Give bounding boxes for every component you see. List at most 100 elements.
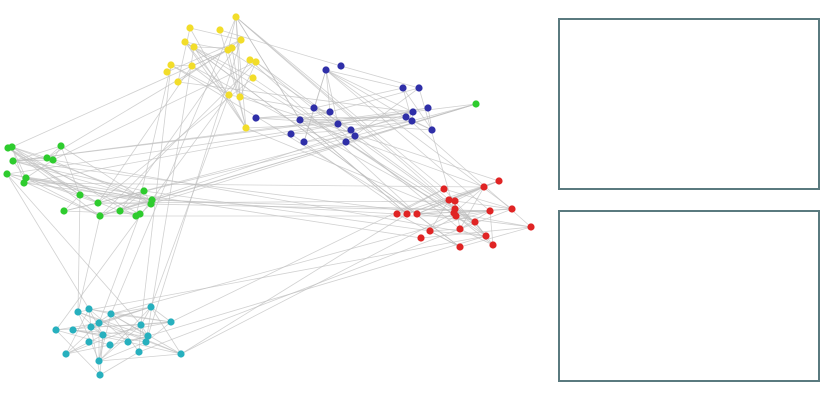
graph-edge — [25, 177, 153, 201]
graph-edge — [23, 182, 485, 188]
graph-edge — [299, 119, 413, 122]
graph-edge — [150, 306, 172, 323]
graph-edge — [119, 203, 152, 212]
graph-node-teal — [95, 319, 103, 327]
graph-edge — [231, 47, 241, 98]
graph-edge — [77, 215, 101, 313]
graph-node-teal — [137, 321, 145, 329]
graph-edge — [340, 65, 420, 89]
graph-edge — [227, 49, 247, 129]
graph-node-green — [60, 207, 68, 215]
graph-edge — [177, 27, 191, 83]
graph-node-blue — [408, 117, 416, 125]
graph-node-green — [8, 143, 16, 151]
graph-edge — [350, 120, 413, 131]
graph-node-blue — [402, 113, 410, 121]
graph-edge — [25, 177, 152, 205]
graph-edge — [299, 119, 408, 215]
graph-edge — [6, 173, 142, 326]
graph-edge — [88, 308, 129, 343]
graph-node-yellow — [237, 36, 245, 44]
graph-node-teal — [85, 338, 93, 346]
graph-node-green — [76, 191, 84, 199]
graph-node-blue — [347, 126, 355, 134]
detail-panel-bottom-frame — [558, 210, 820, 382]
graph-node-teal — [99, 331, 107, 339]
graph-edge — [345, 141, 487, 237]
graph-node-blue — [428, 126, 436, 134]
graph-edge — [235, 16, 301, 121]
graph-node-teal — [52, 326, 60, 334]
graph-edge — [98, 213, 141, 324]
graph-node-teal — [177, 350, 185, 358]
graph-node-teal — [87, 323, 95, 331]
graph-edge — [63, 141, 347, 212]
graph-node-blue — [300, 138, 308, 146]
graph-node-red — [451, 197, 459, 205]
graph-node-green — [147, 200, 155, 208]
graph-node-teal — [62, 350, 70, 358]
graph-node-red — [471, 218, 479, 226]
graph-edge — [325, 69, 404, 89]
graph-edge — [25, 177, 99, 204]
graph-node-red — [482, 232, 490, 240]
main-network-graph — [3, 13, 535, 379]
graph-edge — [119, 39, 242, 212]
graph-node-yellow — [190, 43, 198, 51]
graph-node-yellow — [228, 44, 236, 52]
graph-node-yellow — [242, 124, 250, 132]
graph-edge — [127, 235, 487, 343]
graph-edge — [46, 49, 229, 159]
graph-node-green — [140, 187, 148, 195]
graph-edge — [249, 59, 418, 215]
graph-edge — [150, 103, 477, 205]
graph-node-blue — [334, 120, 342, 128]
graph-node-red — [456, 225, 464, 233]
graph-edge — [63, 194, 81, 212]
graph-node-teal — [95, 357, 103, 365]
graph-edge — [170, 64, 418, 215]
graph-node-teal — [144, 332, 152, 340]
graph-node-teal — [107, 310, 115, 318]
graph-edge — [245, 127, 476, 223]
graph-node-red — [403, 210, 411, 218]
graph-edge — [98, 353, 182, 362]
graph-node-red — [393, 210, 401, 218]
graph-node-teal — [142, 338, 150, 346]
graph-node-blue — [351, 132, 359, 140]
graph-edge — [65, 308, 90, 355]
graph-node-green — [57, 142, 65, 150]
graph-node-yellow — [236, 93, 244, 101]
graph-edge — [459, 226, 532, 248]
graph-edge — [325, 69, 331, 113]
graph-edge — [170, 64, 230, 96]
graph-edge — [219, 29, 342, 67]
graph-node-green — [9, 157, 17, 165]
graph-node-blue — [252, 114, 260, 122]
graph-node-teal — [96, 371, 104, 379]
graph-edge — [184, 41, 476, 223]
graph-edge — [239, 96, 500, 182]
graph-node-red — [452, 212, 460, 220]
graph-edge — [77, 311, 182, 355]
graph-edge — [235, 16, 476, 223]
detail-panel-top — [558, 18, 820, 190]
graph-edge — [138, 208, 513, 353]
detail-panel-bottom — [558, 210, 820, 382]
graph-edge — [99, 351, 140, 376]
graph-edge — [420, 226, 532, 239]
graph-edge — [23, 182, 153, 201]
graph-edge — [245, 123, 339, 129]
graph-edge — [110, 313, 172, 323]
graph-edge — [25, 177, 101, 217]
graph-edge — [110, 306, 152, 315]
graph-node-teal — [147, 303, 155, 311]
graph-edge — [11, 47, 233, 148]
graph-edge — [325, 69, 339, 125]
graph-edge — [227, 49, 352, 131]
graph-edge — [219, 29, 247, 129]
graph-edge — [140, 64, 172, 326]
graph-edge — [290, 133, 408, 215]
graph-node-yellow — [225, 91, 233, 99]
graph-edge — [180, 213, 408, 355]
